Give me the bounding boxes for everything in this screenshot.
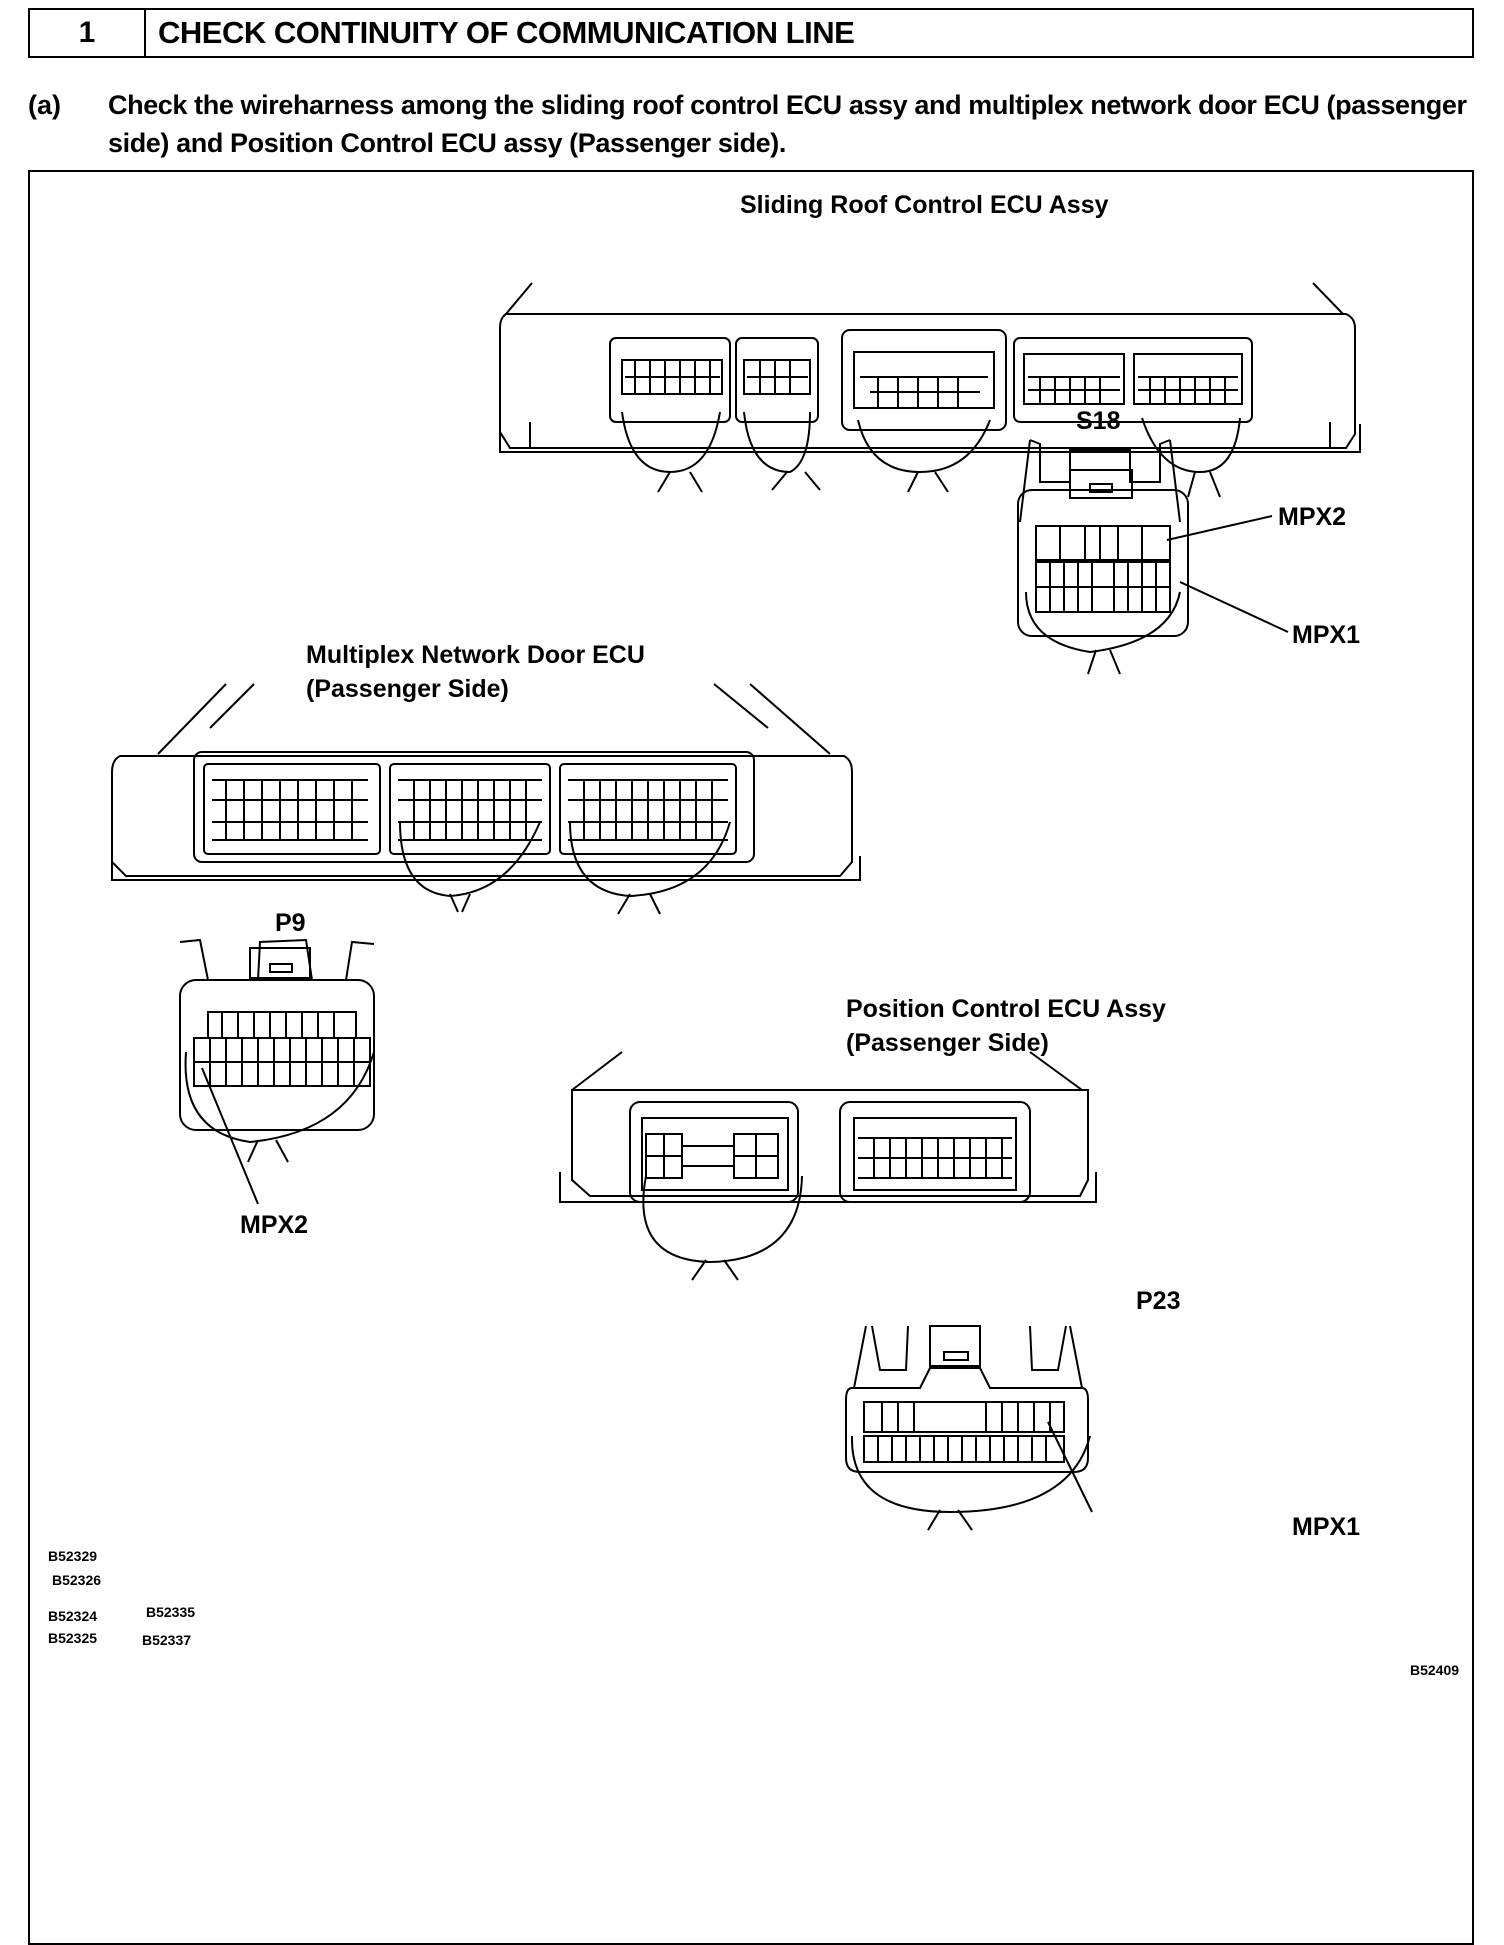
- connector-illustration: [111, 282, 1361, 1531]
- reference-code: B52324: [48, 1608, 98, 1624]
- instruction: (a) Check the wireharness among the slid…: [28, 86, 1474, 162]
- reference-code: B52335: [146, 1604, 196, 1620]
- step-header: 1 CHECK CONTINUITY OF COMMUNICATION LINE: [28, 8, 1474, 58]
- step-number: 1: [30, 10, 146, 56]
- reference-code: B52329: [48, 1548, 98, 1564]
- door-ecu-drawing: [111, 683, 861, 915]
- s18-connector-label: S18: [1076, 407, 1121, 435]
- s18-mpx1-label: MPX1: [1292, 621, 1361, 649]
- instruction-marker: (a): [28, 90, 61, 120]
- p9-connector-drawing: [179, 938, 375, 1205]
- position-ecu-drawing: [559, 1051, 1097, 1281]
- reference-code: B52326: [52, 1572, 102, 1588]
- figure-id: B52409: [1410, 1662, 1460, 1678]
- p23-connector-label: P23: [1136, 1287, 1181, 1315]
- position-ecu-title-line1: Position Control ECU Assy: [846, 995, 1166, 1023]
- p23-mpx1-label: MPX1: [1292, 1513, 1361, 1541]
- reference-code: B52337: [142, 1632, 192, 1648]
- reference-code: B52325: [48, 1630, 98, 1646]
- sliding-roof-ecu-title: Sliding Roof Control ECU Assy: [740, 191, 1109, 219]
- p23-connector-drawing: [845, 1325, 1093, 1531]
- door-ecu-title-line1: Multiplex Network Door ECU: [306, 641, 645, 669]
- door-ecu-title-line2: (Passenger Side): [306, 675, 509, 703]
- step-title: CHECK CONTINUITY OF COMMUNICATION LINE: [158, 15, 855, 50]
- position-ecu-title-line2: (Passenger Side): [846, 1029, 1049, 1057]
- s18-connector-drawing: [1017, 439, 1289, 675]
- s18-mpx2-label: MPX2: [1278, 503, 1347, 531]
- instruction-text: Check the wireharness among the sliding …: [108, 90, 1467, 158]
- p9-connector-label: P9: [275, 909, 306, 937]
- wiring-figure: Sliding Roof Control ECU Assy S18 MPX2 M…: [28, 170, 1474, 1945]
- sliding-roof-ecu-drawing: [499, 282, 1361, 498]
- p9-mpx2-label: MPX2: [240, 1211, 309, 1239]
